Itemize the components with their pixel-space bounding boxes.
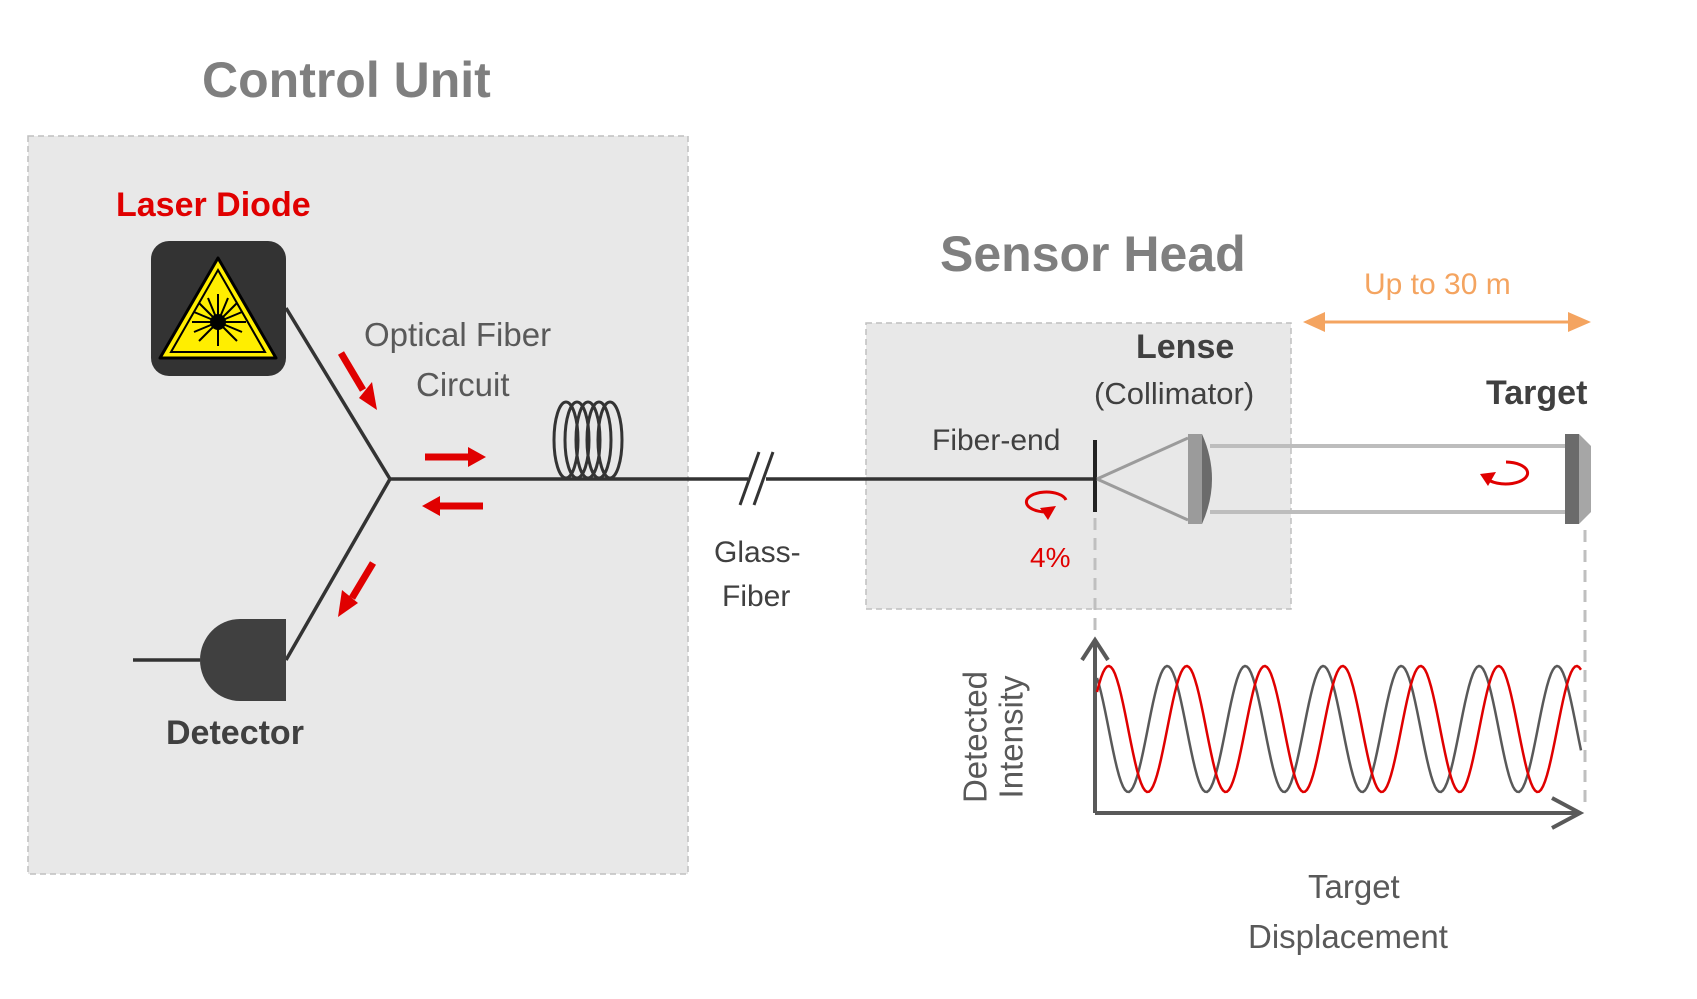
control-unit-title: Control Unit [202,52,491,108]
laser-diode-label: Laser Diode [116,186,311,224]
fiber-junction [133,307,1095,662]
arrow-right [425,447,486,467]
plot-ylabel-line1: Detected [956,670,994,804]
plot-xlabel-line1: Target [1308,868,1400,905]
arrow-left [422,496,483,516]
range-arrow [1303,312,1591,332]
reflection-arrow-target [1480,460,1530,486]
target-label: Target [1486,374,1588,412]
glass-fiber-label-line2: Fiber [722,580,791,613]
plot-ylabel: Detected Intensity [946,652,1042,822]
fiber-end-label: Fiber-end [932,424,1061,457]
range-label: Up to 30 m [1364,268,1511,301]
plot-ylabel-line2: Intensity [993,675,1030,799]
signal-arrows [337,351,486,617]
laser-warning-icon [151,241,286,376]
arrow-laser-down [337,351,377,410]
lens-sublabel: (Collimator) [1094,376,1255,411]
sensor-head-title: Sensor Head [940,226,1246,282]
arrow-detector-down [338,561,377,617]
detector-icon [200,619,286,701]
reflection-arrow-fiber-end [1024,490,1068,520]
plot-xlabel-line2: Displacement [1248,918,1448,955]
wave-red [1095,664,1582,794]
reflection-percent: 4% [1030,542,1071,573]
lens-label: Lense [1136,328,1235,366]
circuit-label-line1: Optical Fiber [364,316,552,353]
detector-label: Detector [166,714,304,752]
target-mirror-icon [1565,434,1591,524]
circuit-label-line2: Circuit [416,366,510,403]
sensor-head-box [865,322,1292,610]
glass-fiber-label-line1: Glass- [714,536,801,569]
control-unit-box [27,135,689,875]
fiber-coil-icon [552,400,624,480]
wave-gray [1095,664,1583,794]
lens-icon [1188,434,1212,524]
projection-lines [1093,518,1587,808]
fiber-break-mark [738,451,775,506]
plot-axes [1080,636,1585,830]
light-cone [1096,436,1189,522]
collimated-beam [1210,444,1565,514]
